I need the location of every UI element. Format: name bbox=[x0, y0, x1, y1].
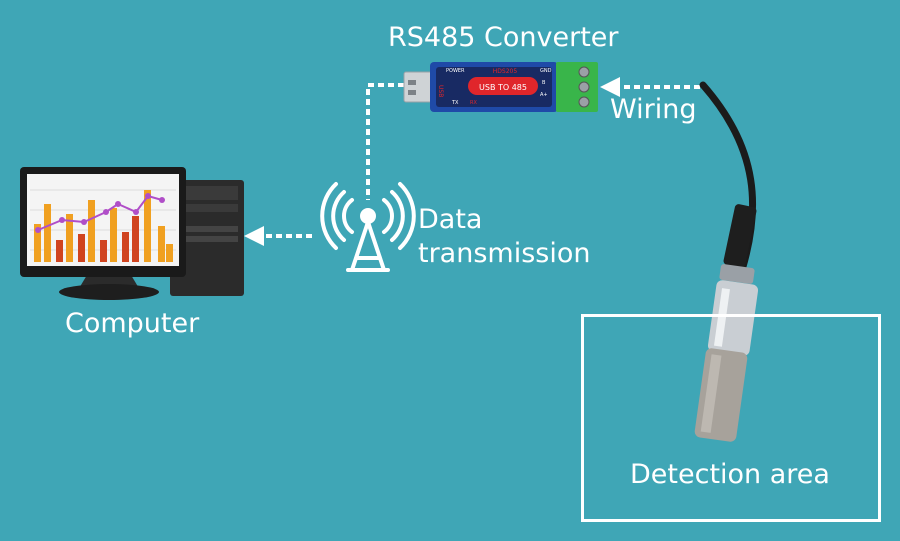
port-label-usb: USB bbox=[437, 85, 444, 97]
usb-converter-icon: USB TO 485 HDS205 POWER USB TX RX GND B … bbox=[403, 62, 598, 112]
detection-area-label: Detection area bbox=[630, 459, 830, 490]
arrow-icon bbox=[600, 77, 620, 97]
port-label-rx: RX bbox=[470, 100, 477, 106]
port-label-b: B bbox=[542, 80, 546, 86]
sensor-probe-icon bbox=[694, 204, 759, 442]
detection-area-box bbox=[581, 314, 881, 522]
antenna-icon bbox=[320, 182, 416, 272]
computer-label: Computer bbox=[65, 308, 200, 339]
data-transmission-label-line2: transmission bbox=[418, 238, 591, 269]
arrow-icon bbox=[244, 226, 264, 246]
data-transmission-label-line1: Data bbox=[418, 204, 483, 235]
converter-title: RS485 Converter bbox=[388, 22, 619, 53]
screen-chart bbox=[30, 189, 176, 262]
computer-icon bbox=[20, 167, 244, 300]
port-label-a: A+ bbox=[540, 92, 548, 98]
port-label-power: POWER bbox=[446, 68, 465, 74]
wiring-label: Wiring bbox=[610, 94, 697, 125]
dashed-connector-usb bbox=[366, 83, 404, 200]
port-label-tx: TX bbox=[451, 100, 459, 106]
port-label-gnd: GND bbox=[540, 68, 552, 74]
converter-badge: USB TO 485 bbox=[479, 83, 527, 92]
converter-model: HDS205 bbox=[493, 68, 518, 75]
